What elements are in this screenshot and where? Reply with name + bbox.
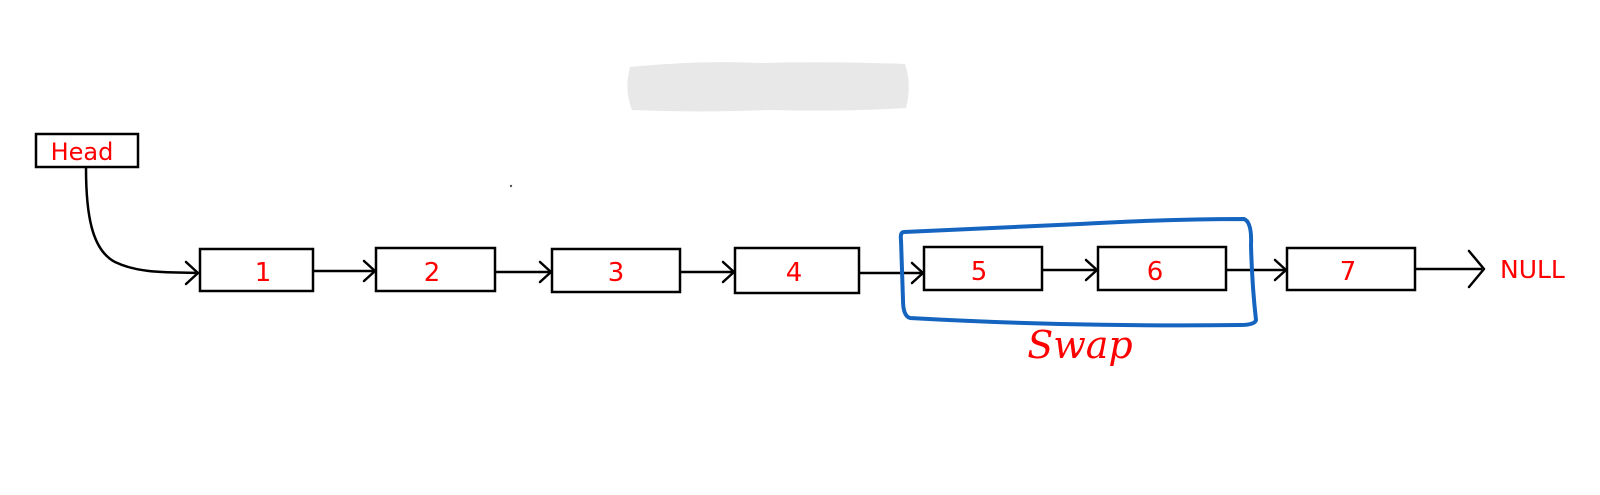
node-2: 2 xyxy=(374,246,497,293)
arrowhead-icon xyxy=(1467,249,1486,289)
node-3-box xyxy=(550,247,682,294)
node-3-label: 3 xyxy=(608,258,625,288)
node-6-box xyxy=(1096,245,1228,292)
arrowhead-icon xyxy=(910,261,925,285)
node-4-label: 4 xyxy=(786,258,803,288)
node-5-box xyxy=(922,245,1044,292)
head-label: Head xyxy=(51,138,114,166)
swap-highlight-box xyxy=(898,217,1258,328)
node-3: 3 xyxy=(550,247,682,294)
node-6-label: 6 xyxy=(1147,257,1164,287)
node-2-box xyxy=(374,246,497,293)
node-6: 6 xyxy=(1096,245,1228,292)
erased-smudge xyxy=(627,62,909,112)
arrowhead-icon xyxy=(362,259,377,283)
node-1-box xyxy=(198,247,315,293)
node-1-label: 1 xyxy=(255,258,272,288)
link-2-3 xyxy=(495,260,553,284)
null-label: NULL xyxy=(1500,255,1565,284)
node-2-label: 2 xyxy=(424,258,441,288)
node-5-label: 5 xyxy=(971,257,988,287)
head-arrowhead xyxy=(184,260,200,286)
stray-dot xyxy=(509,184,513,188)
node-1: 1 xyxy=(198,247,315,293)
head-box xyxy=(34,132,140,169)
arrowhead-icon xyxy=(721,260,736,284)
node-4: 4 xyxy=(733,246,861,295)
link-1-2 xyxy=(313,259,377,283)
arrowhead-icon xyxy=(1273,258,1288,282)
arrowhead-icon xyxy=(538,260,553,284)
link-3-4 xyxy=(680,260,736,284)
node-7: 7 xyxy=(1285,246,1417,292)
node-7-label: 7 xyxy=(1340,257,1357,287)
head-pointer-line xyxy=(84,167,199,275)
swap-label: Swap xyxy=(1027,323,1133,367)
head-pointer: Head xyxy=(34,132,200,286)
node-5: 5 xyxy=(922,245,1044,292)
arrowhead-icon xyxy=(1084,258,1099,282)
link-4-5 xyxy=(859,261,925,285)
node-4-box xyxy=(733,246,861,295)
link-5-6 xyxy=(1042,258,1099,282)
link-6-7 xyxy=(1226,258,1288,282)
link-7-null xyxy=(1415,249,1486,289)
